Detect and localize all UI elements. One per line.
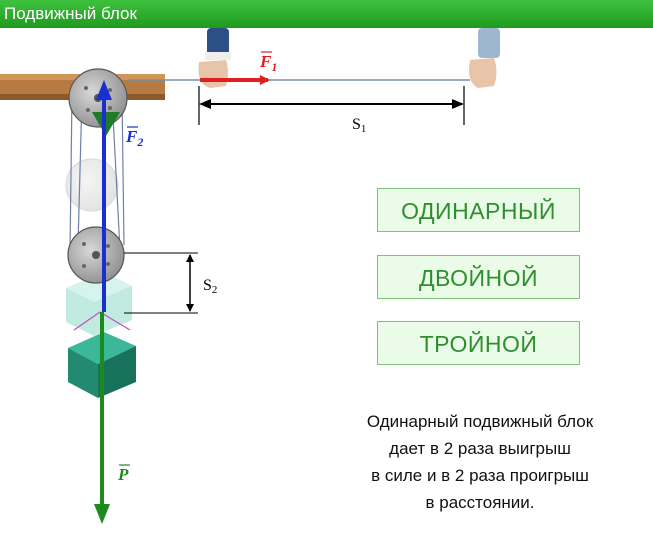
description-line: дает в 2 раза выигрыш: [389, 439, 571, 458]
distance-load-label: S2: [203, 277, 217, 296]
single-pulley-button[interactable]: ОДИНАРНЫЙ: [377, 188, 580, 232]
distance-load-dimension: [124, 252, 198, 314]
distance-pull-label: S1: [352, 116, 366, 135]
hand-end-icon: [469, 28, 500, 88]
description-line: в силе и в 2 раза проигрыш: [371, 466, 589, 485]
force-pull-label: F1: [259, 52, 277, 74]
description-line: в расстоянии.: [425, 493, 535, 512]
load-ghost: [66, 272, 132, 336]
description-line: Одинарный подвижный блок: [366, 412, 594, 431]
double-pulley-button[interactable]: ДВОЙНОЙ: [377, 255, 580, 299]
description-text: Одинарный подвижный блок дает в 2 раза в…: [330, 408, 630, 516]
distance-pull-dimension: [198, 86, 465, 125]
pulley-diagram: F1 F2 P S1 S2: [0, 28, 500, 524]
weight-label: P: [117, 465, 129, 484]
window-title: Подвижный блок: [0, 0, 653, 28]
pulley-ghost-upper: [65, 158, 119, 212]
triple-pulley-button[interactable]: ТРОЙНОЙ: [377, 321, 580, 365]
load-hook: [73, 311, 131, 331]
movable-pulley: [67, 226, 125, 284]
force-block-label: F2: [125, 127, 143, 149]
